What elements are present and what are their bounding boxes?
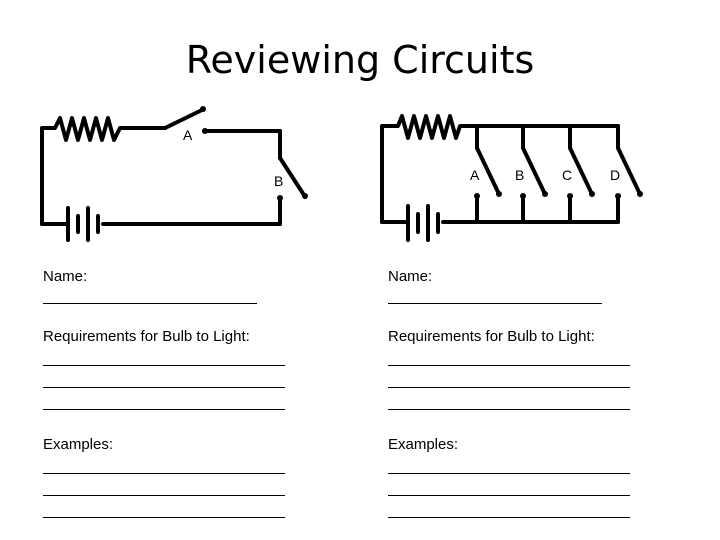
- examples-blank-line[interactable]: [388, 473, 630, 474]
- battery-icon: [406, 204, 440, 242]
- examples-blank-line[interactable]: [43, 473, 285, 474]
- requirements-blank-line[interactable]: [43, 409, 285, 410]
- requirements-blank-line[interactable]: [43, 365, 285, 366]
- name-blank-line[interactable]: [388, 303, 602, 304]
- examples-blank-line[interactable]: [43, 517, 285, 518]
- examples-label: Examples:: [388, 436, 459, 453]
- requirements-blank-line[interactable]: [388, 365, 630, 366]
- resistor-icon: [380, 114, 620, 140]
- examples-blank-line[interactable]: [388, 495, 630, 496]
- battery-icon: [66, 206, 100, 242]
- series-circuit-diagram: A B: [40, 106, 308, 242]
- switch-b-blade: [278, 156, 306, 197]
- requirements-blank-line[interactable]: [388, 409, 630, 410]
- switch-c-blade: [568, 146, 593, 194]
- worksheet-right: Name: Requirements for Bulb to Light: Ex…: [388, 268, 638, 518]
- requirements-blank-line[interactable]: [388, 387, 630, 388]
- requirements-blank-line[interactable]: [43, 387, 285, 388]
- switch-label-d: D: [610, 167, 620, 183]
- name-blank-line[interactable]: [43, 303, 257, 304]
- switch-b-blade: [521, 146, 546, 194]
- page-title: Reviewing Circuits: [185, 38, 535, 82]
- switch-label-a: A: [470, 167, 480, 183]
- requirements-label: Requirements for Bulb to Light:: [43, 328, 250, 345]
- worksheet-left: Name: Requirements for Bulb to Light: Ex…: [43, 268, 293, 518]
- examples-blank-line[interactable]: [388, 517, 630, 518]
- name-label: Name:: [43, 268, 88, 285]
- switch-a-blade: [163, 108, 204, 130]
- switch-label-c: C: [562, 167, 572, 183]
- parallel-circuit-diagram: A B C D: [380, 114, 643, 242]
- switch-a-blade: [475, 146, 500, 194]
- requirements-label: Requirements for Bulb to Light:: [388, 328, 595, 345]
- examples-label: Examples:: [43, 436, 114, 453]
- switch-d-blade: [616, 146, 641, 194]
- switch-label-a: A: [183, 127, 193, 143]
- examples-blank-line[interactable]: [43, 495, 285, 496]
- switch-label-b: B: [515, 167, 524, 183]
- name-label: Name:: [388, 268, 433, 285]
- resistor-icon: [40, 116, 167, 142]
- switch-label-b: B: [274, 173, 283, 189]
